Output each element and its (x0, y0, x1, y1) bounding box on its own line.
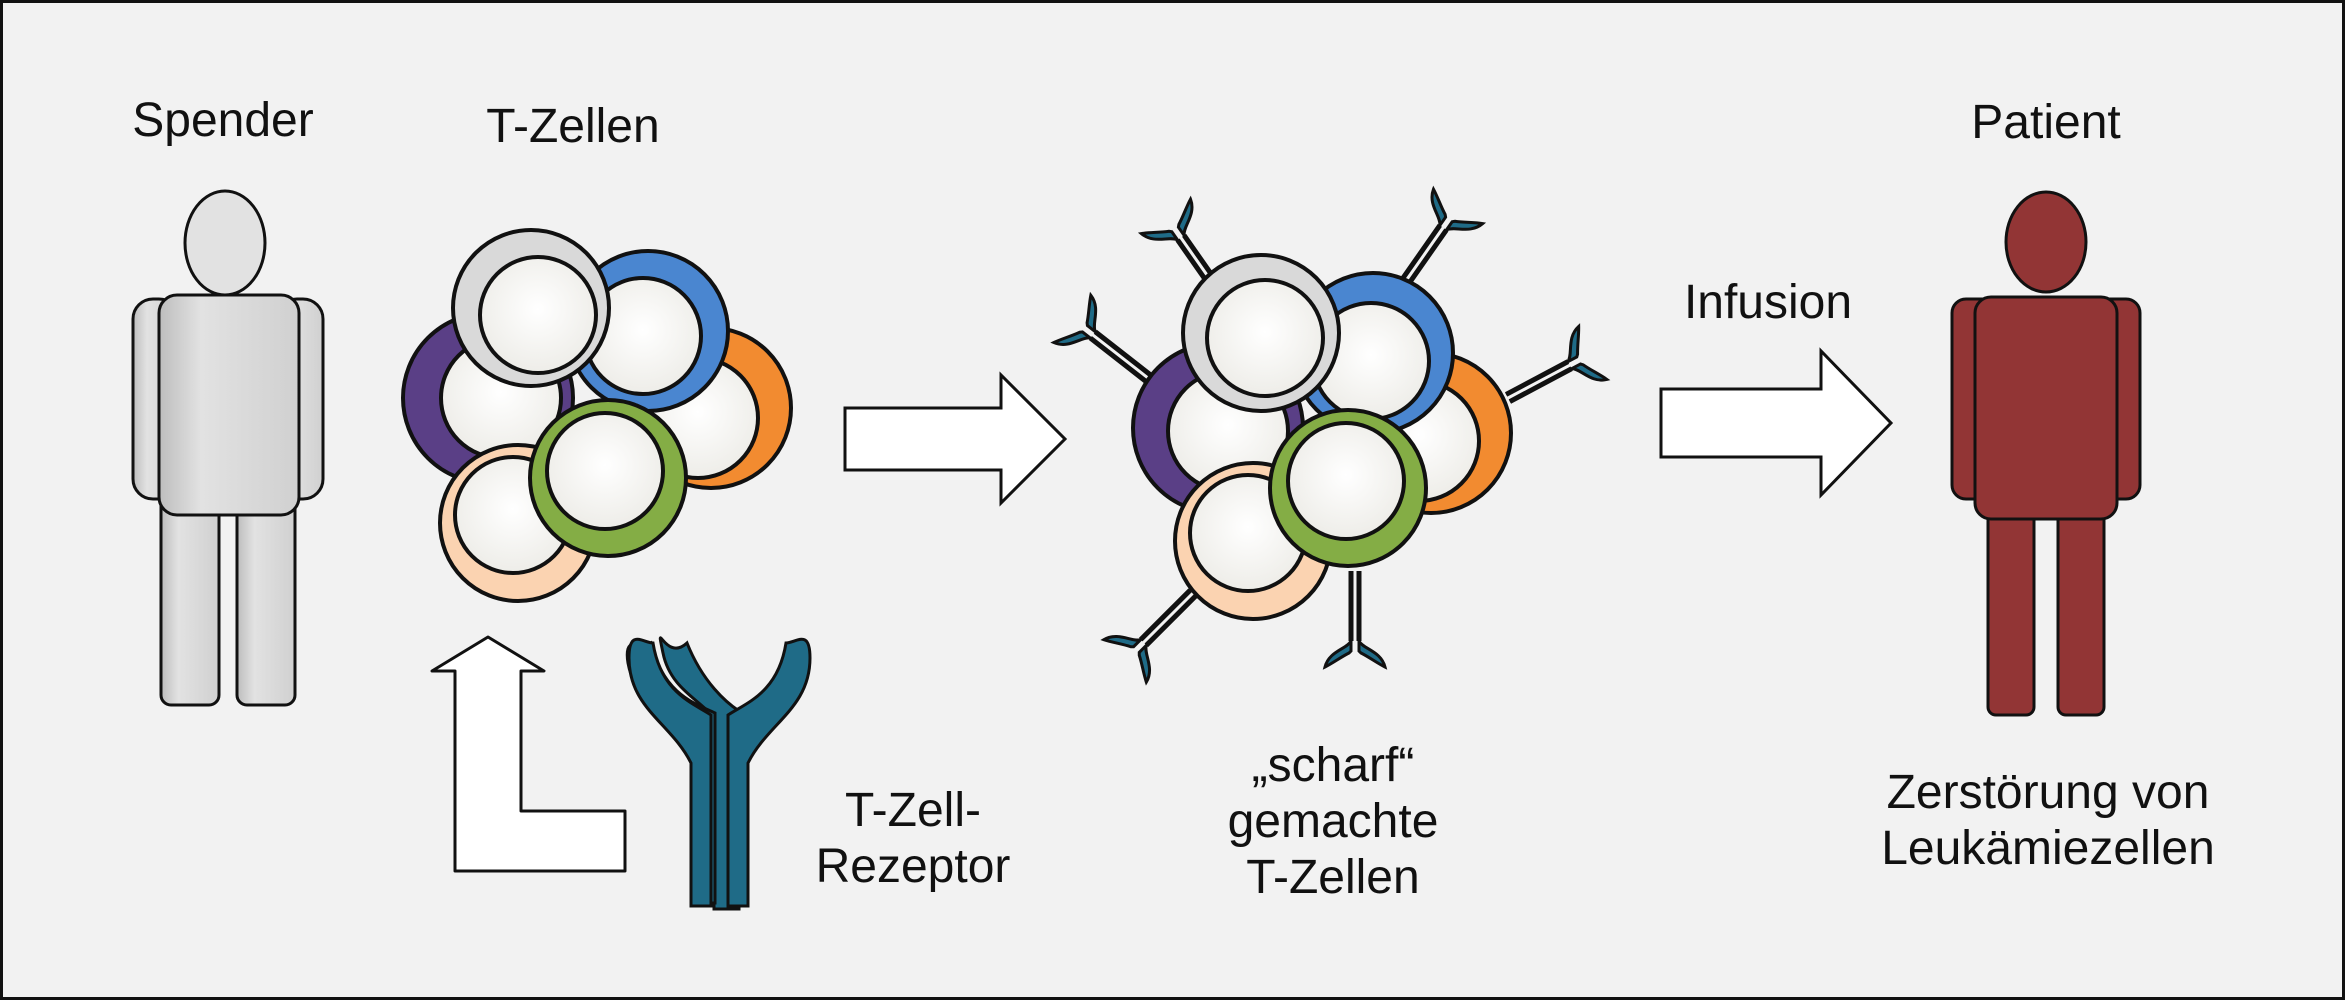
infusion-label: Infusion (1683, 276, 1853, 329)
donor-label: Spender (132, 94, 314, 147)
infusion-arrow-icon (1659, 347, 1894, 499)
armed-cell-green (1268, 408, 1428, 568)
turn-up-arrow-icon (430, 635, 627, 873)
armed-cell-gray (1181, 253, 1341, 413)
armed-t-cell-cluster-icon (1054, 189, 1607, 682)
t-cell-cluster-icon (401, 228, 793, 603)
armed-t-cells-label: „scharf“ gemachte T-Zellen (1227, 739, 1439, 904)
t-cells-label: T-Zellen (486, 100, 660, 153)
t-cell-receptor-icon (625, 636, 812, 911)
donor-figure-icon (131, 189, 325, 707)
right-arrow-icon (843, 371, 1068, 507)
diagram-canvas (131, 3, 2142, 911)
receptor-label: T-Zell- Rezeptor (815, 784, 1011, 893)
outcome-label: Zerstörung von Leukämiezellen (1881, 766, 2215, 875)
cell-green (528, 398, 688, 558)
patient-label: Patient (1971, 96, 2121, 149)
cell-gray (451, 228, 611, 388)
patient-figure-icon (1950, 190, 2142, 717)
